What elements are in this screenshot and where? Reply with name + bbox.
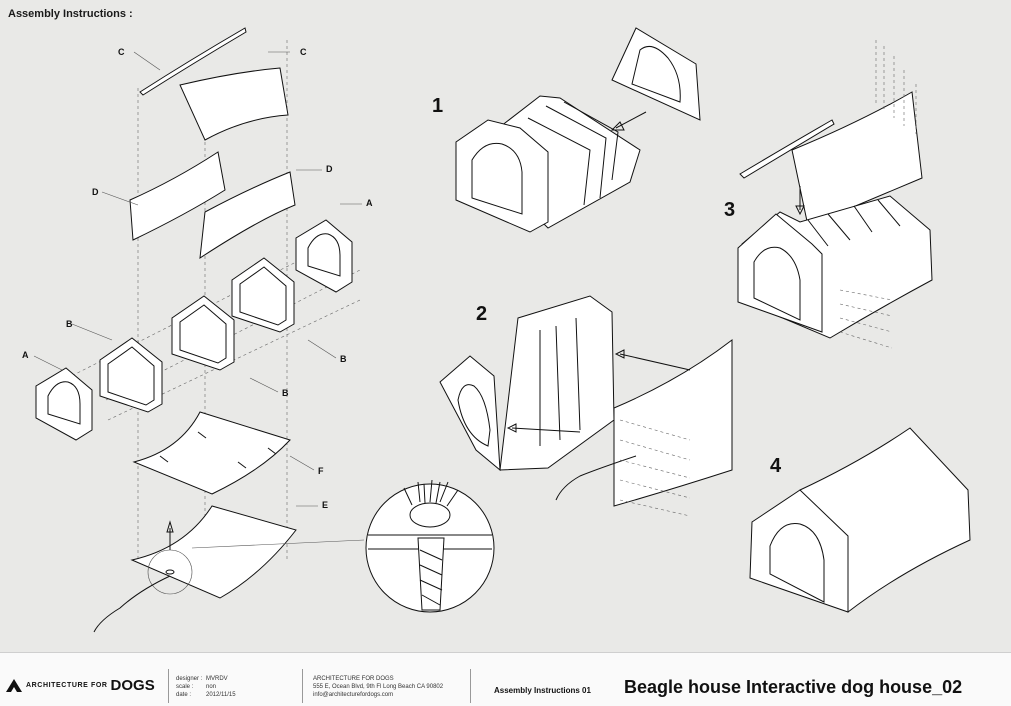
- label-c-left: C: [118, 47, 125, 57]
- a-logo-icon: [6, 679, 22, 692]
- label-f: F: [318, 466, 324, 476]
- step-3-label: 3: [724, 199, 735, 221]
- address-line-3: info@architecturefordogs.com: [313, 692, 394, 698]
- date-key: date :: [176, 692, 192, 698]
- logo-small-text: ARCHITECTURE FOR: [26, 682, 108, 689]
- label-a-left: A: [22, 350, 29, 360]
- part-c-panels: [133, 27, 290, 141]
- frame-b-2: [171, 295, 235, 371]
- page-title: Assembly Instructions :: [8, 8, 133, 20]
- sheet-heading: Beagle house Interactive dog house_02: [624, 677, 963, 697]
- step-4-label: 4: [770, 455, 782, 477]
- divider: [302, 669, 303, 703]
- address-line-1: ARCHITECTURE FOR DOGS: [313, 676, 394, 682]
- label-e: E: [322, 500, 328, 510]
- scale-value: non: [206, 684, 217, 690]
- step-2-assembly: [439, 295, 733, 517]
- step-1-label: 1: [432, 95, 443, 117]
- step-3-assembly: [737, 40, 933, 349]
- rope-detail: [365, 479, 495, 613]
- label-d-left: D: [92, 187, 99, 197]
- logo-big-text: DOGS: [110, 677, 155, 694]
- frame-b-1: [99, 337, 163, 413]
- step-1-assembly: [455, 27, 701, 233]
- part-e-base: [93, 505, 365, 633]
- frame-a-front: [35, 367, 93, 441]
- contact-address: ARCHITECTURE FOR DOGS 555 E, Ocean Blvd,…: [313, 675, 443, 699]
- drawing-sheet: Assembly Instructions :: [8, 8, 971, 633]
- label-d-right: D: [326, 164, 333, 174]
- label-b-1: B: [66, 319, 73, 329]
- part-d-panels: [101, 151, 322, 259]
- label-c-right: C: [300, 47, 307, 57]
- frame-a-back: [295, 219, 353, 293]
- designer-value: MVRDV: [206, 676, 228, 682]
- divider: [470, 669, 471, 703]
- divider: [168, 669, 169, 703]
- date-value: 2012/11/15: [206, 692, 236, 698]
- label-a-right: A: [366, 198, 373, 208]
- title-block: ARCHITECTURE FOR DOGS designer :MVRDV sc…: [0, 652, 1011, 706]
- frame-b-3: [231, 257, 295, 333]
- part-f-floor: [132, 411, 315, 495]
- project-meta: designer :MVRDV scale : non date : 2012/11…: [176, 675, 236, 699]
- sheet-number: Assembly Instructions 01: [494, 686, 591, 695]
- step-4-finished-house: [749, 427, 971, 613]
- label-b-2: B: [282, 388, 289, 398]
- step-2-label: 2: [476, 303, 487, 325]
- designer-key: designer :: [176, 676, 203, 682]
- scale-key: scale :: [176, 684, 194, 690]
- frame-leader-lines: [33, 203, 362, 393]
- address-line-2: 555 E, Ocean Blvd, 9th Fl Long Beach CA …: [313, 684, 444, 690]
- assembly-diagram: C C D D A B B B A: [22, 27, 971, 633]
- brand-logo: ARCHITECTURE FOR DOGS: [6, 677, 155, 694]
- label-b-3: B: [340, 354, 347, 364]
